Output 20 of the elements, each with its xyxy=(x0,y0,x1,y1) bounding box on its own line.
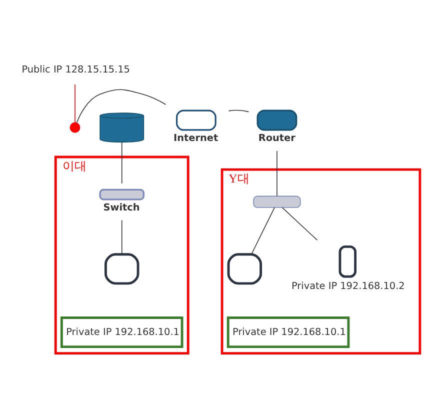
node-box xyxy=(253,196,301,208)
connector xyxy=(121,220,122,255)
connector xyxy=(251,207,275,255)
node-text: Public IP 128.15.15.15 xyxy=(22,64,130,76)
node-circle xyxy=(70,122,80,133)
node-label: Private IP 192.168.10.2 xyxy=(292,280,405,292)
connector xyxy=(228,110,250,112)
connector xyxy=(76,89,166,124)
node-label: Switch xyxy=(103,202,140,214)
connector xyxy=(74,84,76,123)
node-label: Internet xyxy=(174,132,218,144)
node-computer xyxy=(104,253,140,285)
node-computer xyxy=(227,253,262,285)
node-box: Private IP 192.168.10.1 xyxy=(226,316,350,348)
node-box: Private IP 192.168.10.1 xyxy=(60,316,184,348)
connector xyxy=(121,142,122,184)
node-phone xyxy=(338,245,357,278)
connector xyxy=(282,207,318,240)
connector xyxy=(276,150,278,196)
node-label: Router xyxy=(258,132,296,144)
